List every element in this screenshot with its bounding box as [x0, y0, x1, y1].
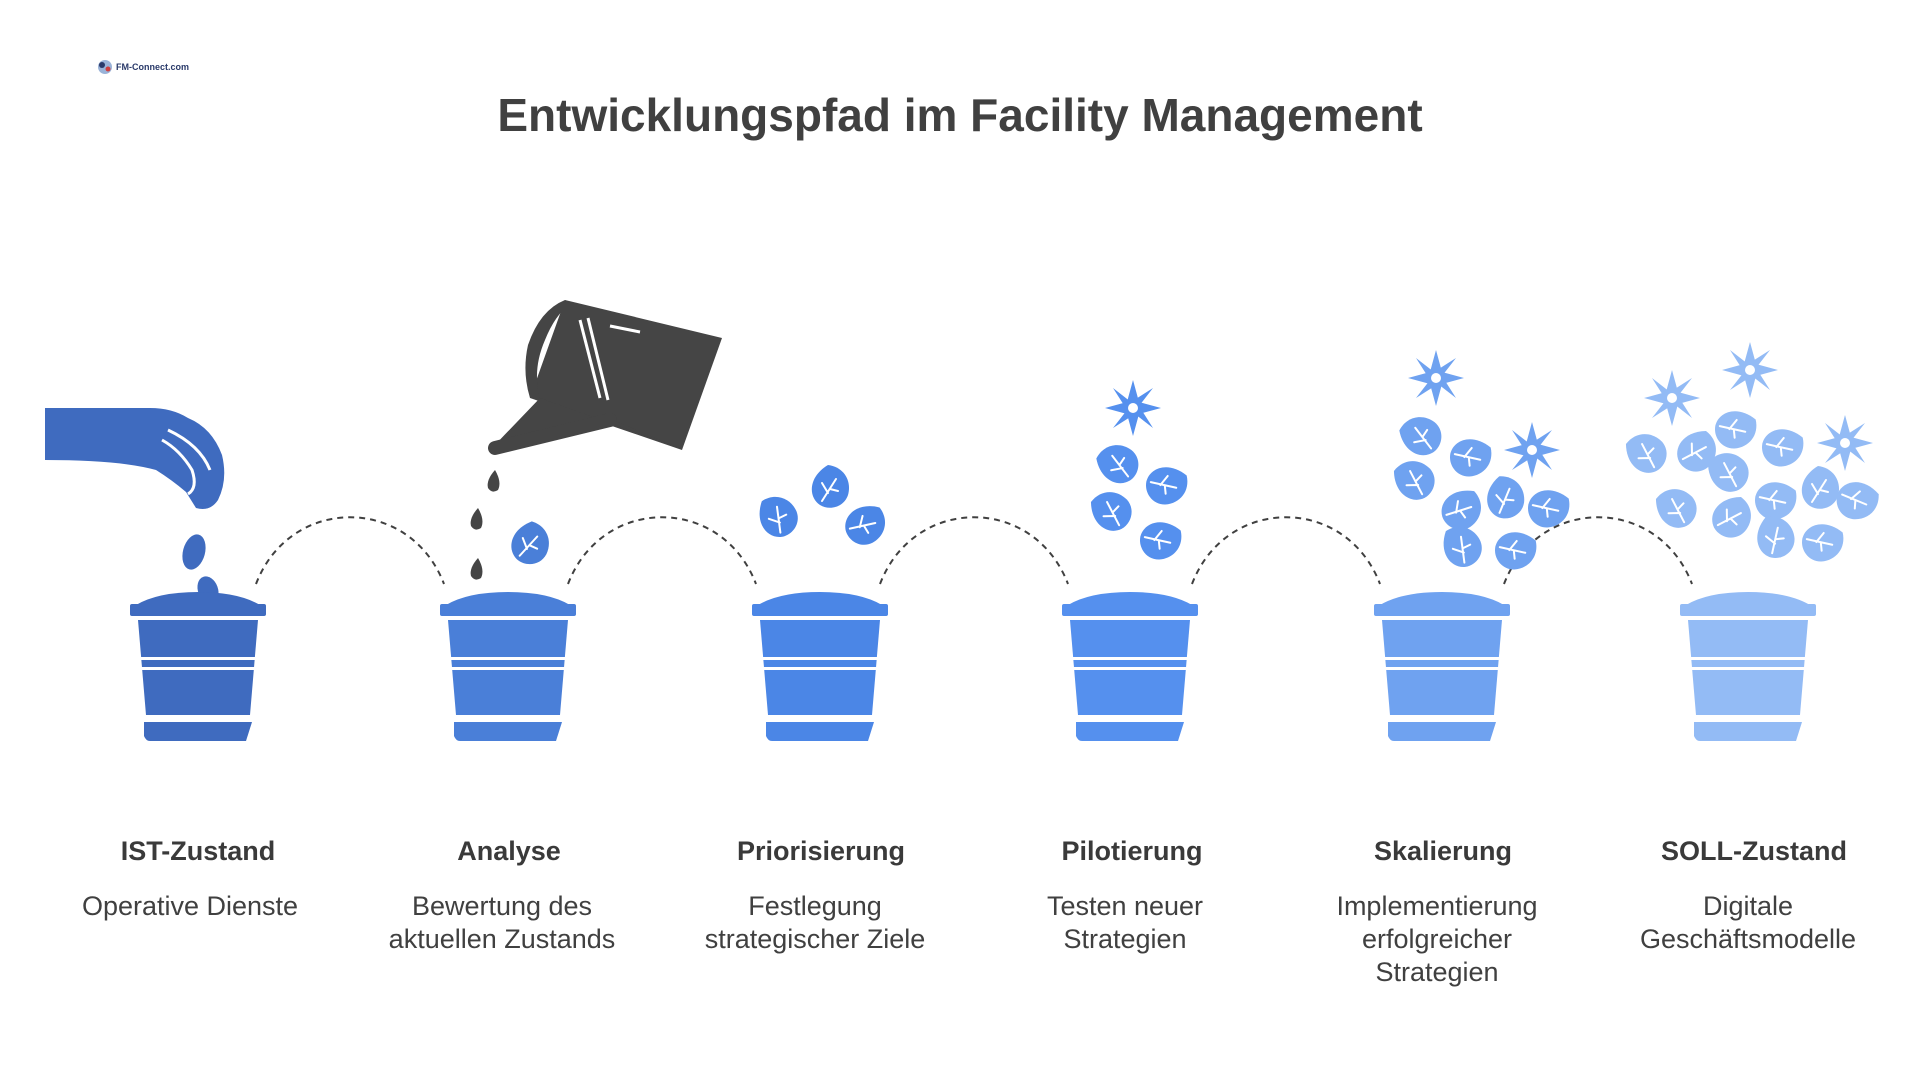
pot-icon	[1374, 592, 1510, 741]
logo-icon	[98, 60, 112, 74]
sprouting-leaves-icon	[748, 464, 896, 554]
step-title-pilotierung: Pilotierung	[1061, 836, 1203, 866]
pot-icon	[440, 592, 576, 741]
growing-plant-icon	[1384, 350, 1577, 576]
pot-icon	[1062, 592, 1198, 741]
page-title: Entwicklungspfad im Facility Management	[497, 89, 1423, 141]
leaves-and-flower-icon	[1081, 380, 1195, 566]
step-title-soll-zustand: SOLL-Zustand	[1661, 836, 1847, 866]
logo-text: FM-Connect.com	[116, 62, 189, 72]
pot-icon	[752, 592, 888, 741]
watering-can-icon	[488, 300, 722, 455]
step-description-ist-zustand: Operative Dienste	[81, 891, 299, 921]
sprout-leaf-icon	[507, 517, 554, 569]
connector-arc	[255, 516, 445, 585]
step-title-priorisierung: Priorisierung	[736, 836, 906, 866]
step-description-priorisierung: Festlegung strategischer Ziele	[704, 891, 926, 954]
hand-planting-seeds-icon	[45, 408, 225, 604]
water-drops-icon	[470, 470, 500, 580]
connector-arc	[879, 516, 1069, 585]
logo: FM-Connect.com	[96, 58, 189, 76]
connector-arc	[1191, 516, 1381, 585]
pot-icon	[1680, 592, 1816, 741]
step-description-soll-zustand: Digitale Geschäftsmodelle	[1639, 891, 1857, 954]
step-title-analyse: Analyse	[457, 836, 561, 866]
connector-arc	[567, 516, 757, 585]
step-description-skalierung: Implementierung erfolgreicher Strategien	[1336, 891, 1538, 987]
step-description-analyse: Bewertung des aktuellen Zustands	[388, 891, 616, 954]
step-title-skalierung: Skalierung	[1373, 836, 1513, 866]
step-title-ist-zustand: IST-Zustand	[120, 836, 276, 866]
step-description-pilotierung: Testen neuer Strategien	[1046, 891, 1204, 954]
full-bloom-plant-icon	[1616, 342, 1884, 568]
pot-icon	[130, 592, 266, 741]
